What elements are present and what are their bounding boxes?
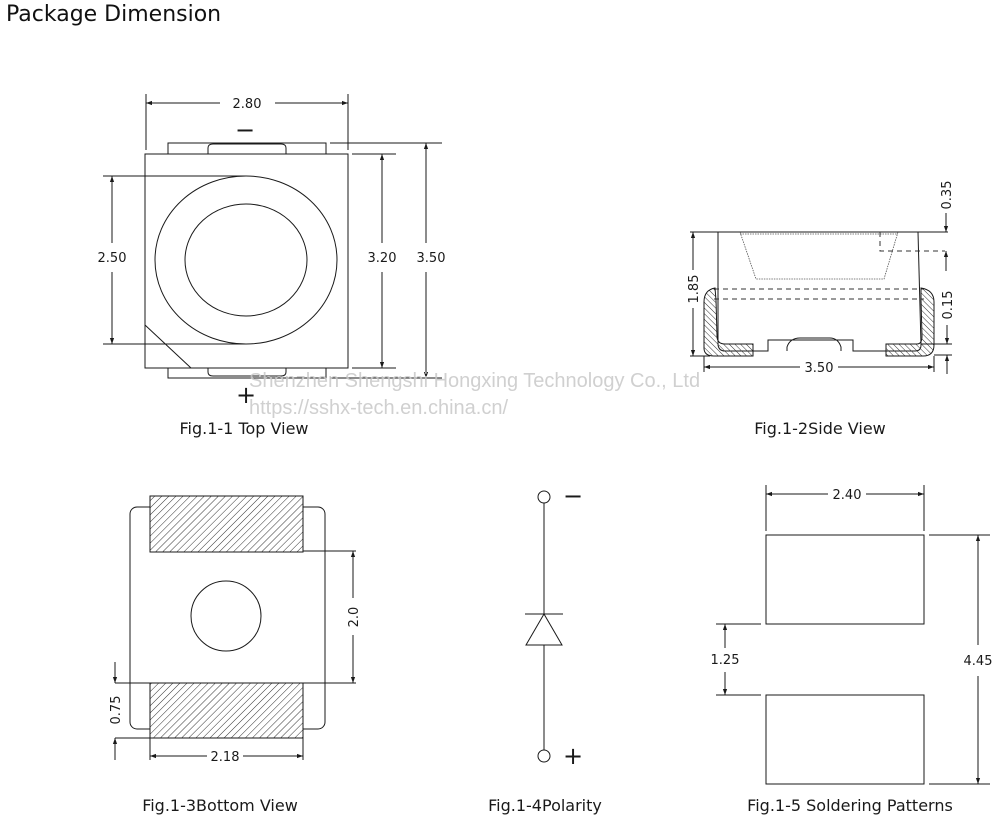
reflector-cavity: [739, 231, 899, 280]
anode-mark: +: [236, 381, 256, 409]
polarity-chamfer: [144, 324, 192, 369]
right-lead: [885, 287, 935, 357]
dim-solder-width-label: 2.40: [833, 488, 862, 503]
pad-bottom: [149, 682, 304, 739]
top-view: 2.80 − 2.50 3.20 3.50 +: [98, 94, 446, 438]
top-lead: [167, 142, 327, 155]
top-lead-tab: [207, 143, 287, 154]
side-view: 1.85 3.50 0.35 0.15 Fig.1-2Side View: [687, 181, 956, 438]
dim-body-height-label: 3.20: [368, 251, 397, 266]
bottom-lead: [167, 367, 327, 379]
dim-pad-height-label: 0.75: [109, 696, 124, 725]
lens-outer: [154, 175, 338, 345]
caption-soldering: Fig.1-5 Soldering Patterns: [747, 796, 953, 815]
solder-pad-top: [765, 534, 925, 625]
watermark-company: Shenzhen Shengshi Hongxing Technology Co…: [249, 370, 700, 392]
lens-inner: [184, 203, 308, 317]
cathode-terminal: [537, 490, 551, 504]
dim-lead-thickness-label: 0.15: [941, 291, 956, 320]
pad-top: [149, 495, 304, 553]
dim-width-label: 2.80: [233, 97, 262, 112]
page-title: Package Dimension: [6, 2, 222, 27]
dim-lens-label: 2.50: [98, 251, 127, 266]
dim-pad-width-label: 2.18: [211, 750, 240, 765]
dim-total-height-label: 3.50: [417, 251, 446, 266]
solder-pad-bottom: [765, 694, 925, 785]
caption-side-view: Fig.1-2Side View: [754, 419, 886, 438]
caption-top-view: Fig.1-1 Top View: [180, 419, 309, 438]
bottom-bump: [786, 337, 842, 351]
bottom-lead-tab: [207, 368, 287, 377]
caption-polarity: Fig.1-4Polarity: [488, 796, 602, 815]
thermal-pad-circle: [190, 580, 262, 652]
dim-solder-gap-label: 1.25: [711, 653, 740, 668]
watermark-url: https://sshx-tech.en.china.cn/: [249, 397, 508, 419]
dim-top-offset-label: 0.35: [940, 181, 955, 210]
hidden-line-0-35: [879, 232, 945, 252]
polarity-cathode-mark: −: [563, 482, 583, 510]
dim-side-length-label: 3.50: [805, 361, 834, 376]
cathode-mark: −: [235, 116, 255, 144]
polarity-diagram: − + Fig.1-4Polarity: [488, 482, 602, 815]
diode-triangle: [525, 613, 563, 646]
soldering-pattern: 2.40 1.25 4.45 Fig.1-5 Soldering Pattern…: [711, 485, 993, 815]
bottom-view: 2.0 0.75 2.18 Fig.1-3Bottom View: [109, 495, 362, 815]
package-body: [144, 153, 349, 369]
dim-side-height-label: 1.85: [687, 275, 702, 304]
side-body: [717, 231, 922, 352]
anode-terminal: [537, 749, 551, 763]
watermark: Shenzhen Shengshi Hongxing Technology Co…: [249, 370, 700, 419]
caption-bottom-view: Fig.1-3Bottom View: [142, 796, 298, 815]
dim-pad-spacing-label: 2.0: [347, 607, 362, 628]
dim-solder-total-label: 4.45: [964, 654, 993, 669]
left-lead: [703, 287, 754, 357]
polarity-anode-mark: +: [563, 742, 583, 770]
